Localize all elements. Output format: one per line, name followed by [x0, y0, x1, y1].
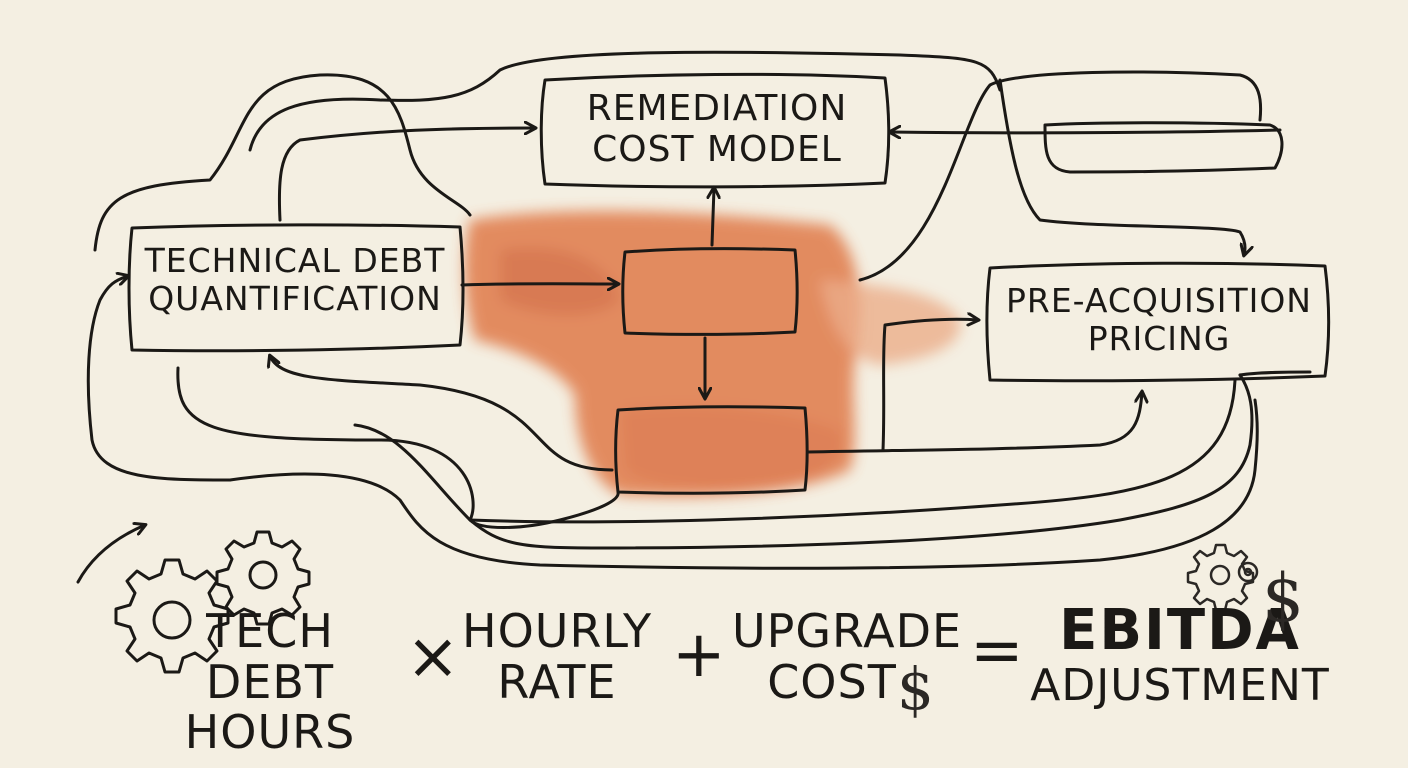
loop-top-arc — [248, 50, 1002, 152]
dollar-icon: $ — [1262, 560, 1304, 637]
term2-line1: Hourly — [462, 604, 653, 658]
loop-right-down — [998, 78, 1245, 255]
arrow-lower-to-pricing — [806, 392, 1142, 454]
pre-acquisition-label: Pre-Acquisition Pricing — [996, 282, 1322, 358]
watercolor-wash — [464, 210, 961, 497]
arrow-to-remediation-right — [890, 130, 1282, 133]
pre-acquisition-line2: Pricing — [1087, 318, 1231, 358]
gear-icon — [1186, 543, 1255, 612]
remediation-box — [539, 72, 891, 189]
loop-top-right — [858, 70, 1263, 282]
remediation-line2: Cost Model — [592, 129, 842, 171]
result-line1: EBITDA — [1059, 598, 1301, 663]
pre-acquisition-box — [985, 261, 1331, 383]
result-line2: Adjustment — [1030, 659, 1330, 711]
technical-debt-line2: Quantification — [148, 278, 442, 318]
loop-bottom-2 — [353, 373, 1254, 550]
gear-icon — [215, 530, 311, 626]
term1-line2: Hours — [184, 705, 356, 760]
loop-right-tail — [1238, 370, 1312, 377]
equation-term-hourly-rate: Hourly Rate — [462, 606, 652, 707]
curved-arrow-icon — [76, 525, 145, 584]
term1-line1: Tech Debt — [205, 604, 335, 709]
technical-debt-label: Technical Debt Quantification — [134, 242, 456, 318]
term3-line1: Upgrade — [732, 604, 963, 658]
arrow-process-to-remediation — [712, 188, 714, 247]
process-box-upper — [621, 247, 799, 336]
remediation-cost-model-label: Remediation Cost Model — [552, 88, 882, 171]
loop-bottom-1 — [176, 366, 1237, 524]
term3-line2: Cost — [767, 654, 897, 709]
arrow-loop-to-debt — [86, 276, 232, 482]
gear-icon — [1237, 561, 1259, 583]
loop-top-left — [93, 73, 472, 252]
technical-debt-line1: Technical Debt — [144, 241, 446, 280]
technical-debt-box — [127, 223, 465, 353]
pre-acquisition-line1: Pre-Acquisition — [1006, 281, 1312, 320]
arrow-to-remediation-left — [277, 128, 535, 222]
equation-term-tech-debt-hours: Tech Debt Hours — [135, 606, 405, 758]
equation-result-ebitda-adjustment: EBITDA Adjustment — [1030, 600, 1330, 710]
plus-operator: + — [672, 618, 726, 692]
loop-bottom-join — [468, 490, 620, 529]
loop-bottom-3 — [228, 398, 1259, 570]
equation-term-upgrade-cost: Upgrade Cost — [732, 606, 962, 707]
dollar-icon: $ — [897, 655, 934, 723]
arrow-to-pricing — [881, 319, 978, 452]
equals-operator: = — [970, 614, 1024, 688]
loop-right-box — [1043, 121, 1284, 174]
remediation-line1: Remediation — [586, 88, 848, 129]
arrow-debt-to-process — [460, 284, 618, 285]
multiply-operator: × — [406, 620, 460, 694]
arrow-back-to-debt — [270, 356, 614, 472]
term2-line2: Rate — [497, 654, 617, 709]
gear-icon — [114, 558, 230, 674]
process-box-lower — [614, 405, 809, 495]
